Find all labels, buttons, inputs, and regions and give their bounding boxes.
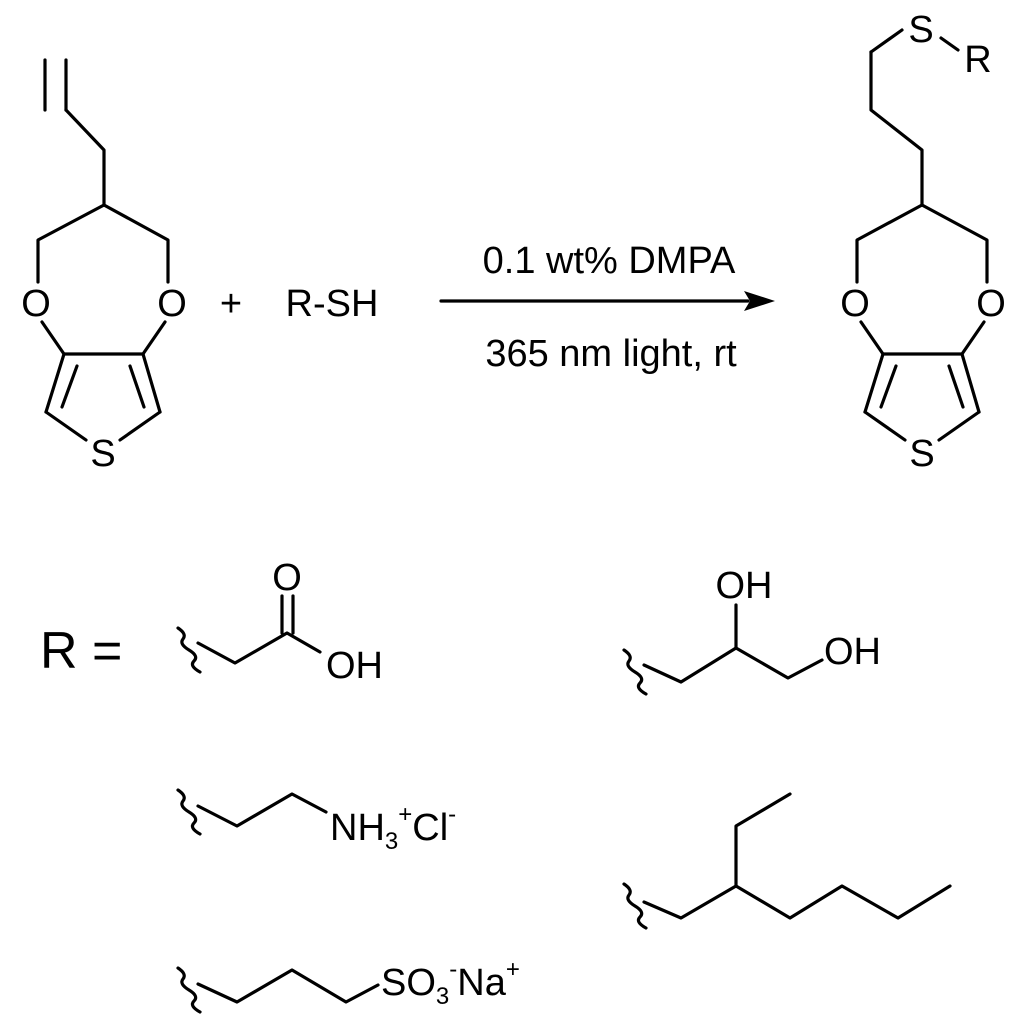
- product-r-group: R: [964, 39, 991, 81]
- conditions-light: 365 nm light, rt: [485, 333, 737, 375]
- sulfonate-group: SO3-Na+: [381, 956, 520, 1010]
- reaction-arrow: [439, 291, 775, 311]
- acid-hydroxyl: OH: [326, 645, 383, 687]
- conditions-catalyst: 0.1 wt% DMPA: [483, 240, 736, 282]
- reactant-allyl-prodot: O O S: [21, 58, 187, 475]
- reactant-bonds: [36, 58, 170, 442]
- product-thioether-prodot: S R O O S: [840, 9, 1006, 475]
- wavy-attachment-4: [622, 882, 648, 930]
- acid-carbonyl-oxygen: O: [272, 557, 302, 599]
- wavy-attachment-1: [176, 626, 202, 674]
- r-equals-label: R =: [40, 622, 122, 680]
- reactant-sulfur: S: [90, 433, 115, 475]
- product-sulfur-ring: S: [909, 433, 934, 475]
- substituent-sulfonate: SO3-Na+: [176, 956, 520, 1014]
- substituent-diol: OH OH: [622, 565, 881, 696]
- product-sulfur-thioether: S: [908, 9, 933, 51]
- thiol-reagent: R-SH: [286, 283, 379, 325]
- plus-sign: +: [220, 283, 242, 325]
- wavy-attachment-3: [176, 788, 202, 836]
- reactant-oxygen-left: O: [21, 283, 51, 325]
- ammonium-nh: NH3+Cl-: [330, 801, 456, 855]
- diol-hydroxyl-terminal: OH: [824, 631, 881, 673]
- wavy-attachment-2: [622, 648, 648, 696]
- reactant-oxygen-right: O: [157, 283, 187, 325]
- product-bonds: [855, 28, 989, 442]
- product-oxygen-right: O: [976, 283, 1006, 325]
- product-oxygen-left: O: [840, 283, 870, 325]
- substituent-ethylhexyl: [622, 792, 952, 930]
- diol-hydroxyl-top: OH: [716, 565, 773, 607]
- wavy-attachment-5: [176, 966, 202, 1014]
- substituent-carboxylic-acid: O OH: [176, 557, 383, 687]
- substituent-ammonium: NH3+Cl-: [176, 788, 456, 855]
